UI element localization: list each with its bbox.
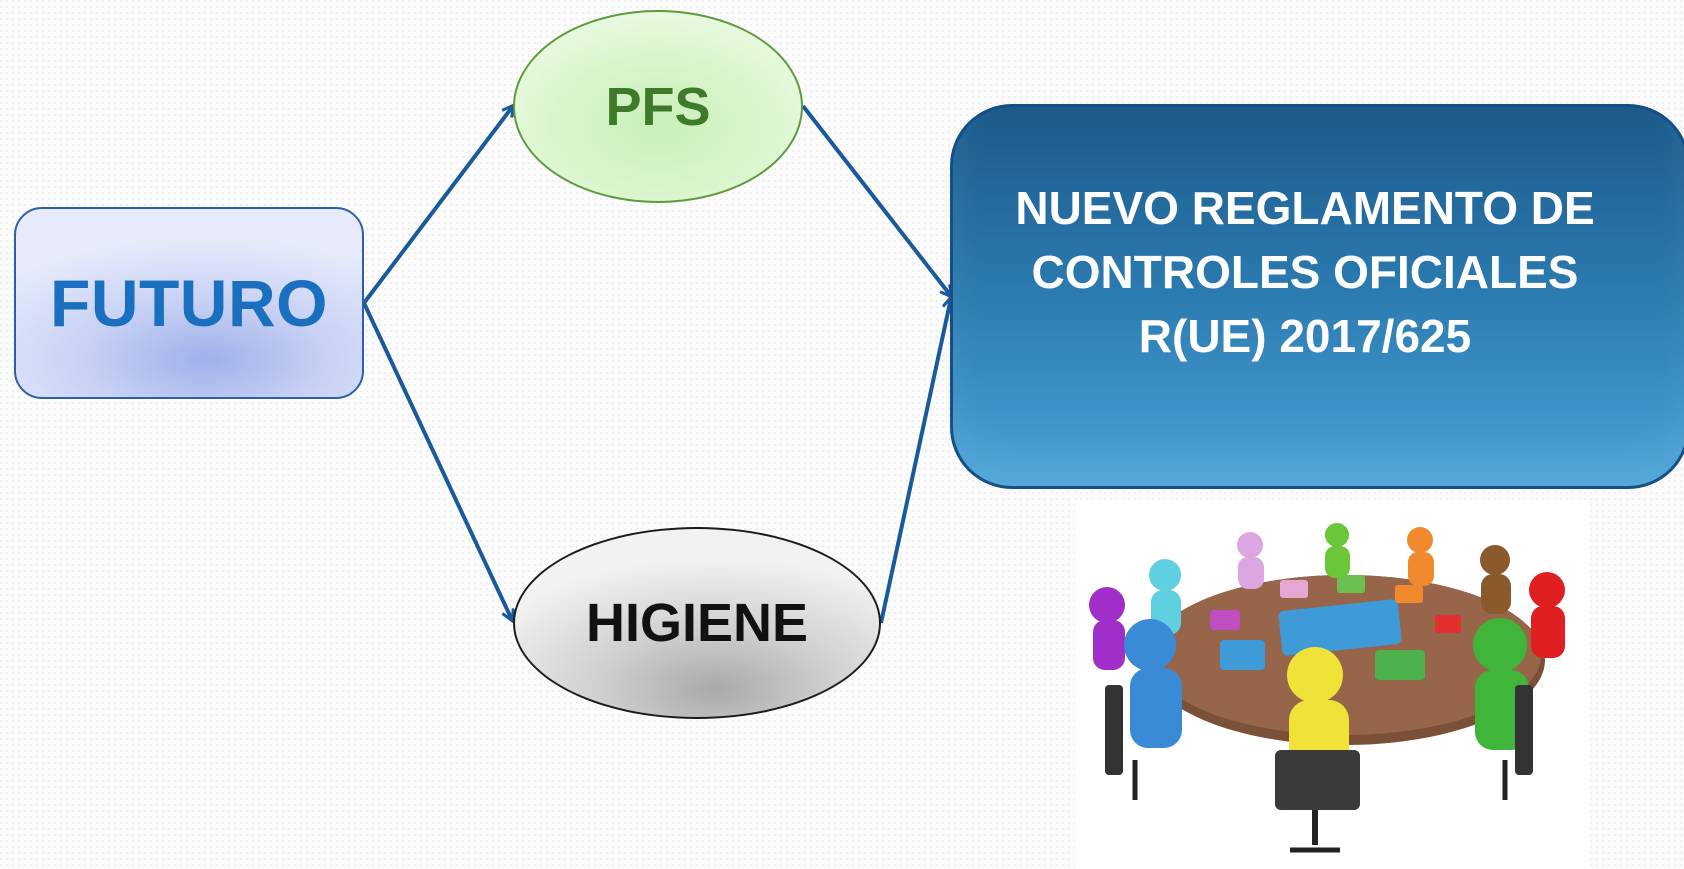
arrow-futuro-to-higiene: [362, 302, 512, 620]
meeting-puzzle-image: [1075, 500, 1590, 869]
person-purple-icon: [1089, 587, 1125, 670]
node-futuro: FUTURO: [14, 207, 364, 399]
arrow-futuro-to-pfs: [362, 106, 513, 305]
person-pink-icon: [1237, 532, 1264, 589]
reglamento-line-3: R(UE) 2017/625: [1138, 309, 1472, 362]
person-orange-icon: [1407, 527, 1434, 586]
reglamento-line-2: CONTROLES OFICIALES: [1031, 245, 1579, 298]
meeting-illustration: [1089, 523, 1565, 853]
arrow-pfs-to-reglamento: [801, 104, 951, 296]
person-red-icon: [1529, 572, 1565, 658]
node-pfs: PFS: [513, 10, 803, 203]
person-brown-icon: [1480, 545, 1511, 614]
arrow-higiene-to-reglamento: [879, 298, 951, 624]
reglamento-line-1: NUEVO REGLAMENTO DE: [1015, 181, 1595, 234]
node-higiene: HIGIENE: [513, 527, 881, 719]
node-reglamento-label: NUEVO REGLAMENTO DE CONTROLES OFICIALES …: [1015, 176, 1594, 368]
node-nuevo-reglamento: NUEVO REGLAMENTO DE CONTROLES OFICIALES …: [950, 104, 1684, 489]
node-futuro-label: FUTURO: [50, 266, 328, 340]
node-higiene-label: HIGIENE: [585, 593, 809, 653]
person-green-small-icon: [1325, 523, 1350, 578]
node-pfs-label: PFS: [605, 76, 711, 137]
person-blue-icon: [1124, 619, 1182, 748]
